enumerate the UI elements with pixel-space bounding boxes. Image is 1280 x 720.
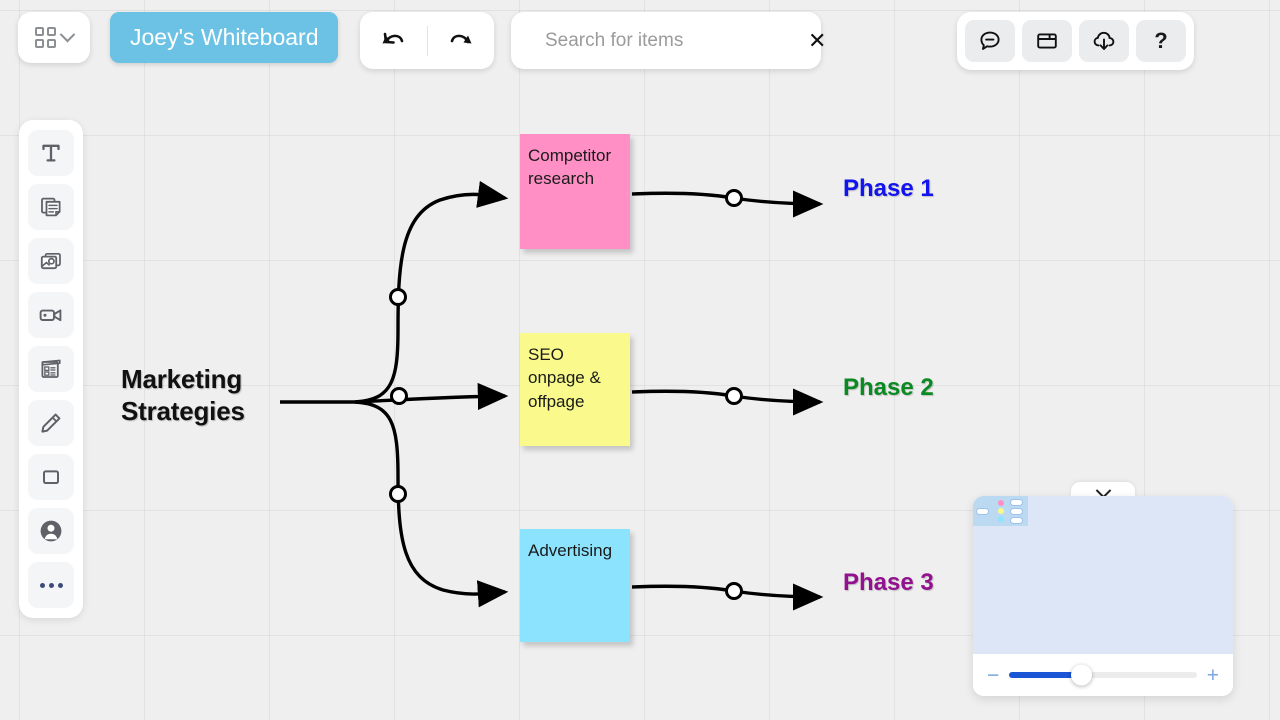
sidebar-item-user-tool[interactable] [28, 508, 74, 554]
minimap-item-sticky-yellow [998, 508, 1004, 514]
minimap-item-root [976, 508, 989, 515]
label-phase-2[interactable]: Phase 2 [843, 374, 934, 401]
sidebar-item-sticky-note-tool[interactable] [28, 184, 74, 230]
sidebar-item-shape-tool[interactable] [28, 454, 74, 500]
minimap-zoom-controls: − + [973, 654, 1233, 696]
history-toolbar [360, 12, 494, 69]
undo-arrow-icon [382, 32, 404, 44]
connector-root-to-advertising [354, 400, 509, 608]
comment-button[interactable] [965, 20, 1015, 62]
connector-handle-phase1 [725, 189, 743, 207]
sidebar-item-video-tool[interactable] [28, 292, 74, 338]
node-marketing-strategies[interactable]: Marketing Strategies [121, 364, 245, 426]
minimap-panel: − + [973, 496, 1233, 696]
connector-root-to-seo [354, 382, 509, 411]
redo-arrow-icon [450, 34, 472, 43]
connector-handle-advertising [389, 485, 407, 503]
minimap-item-phase-2 [1010, 508, 1023, 515]
cloud-download-icon [1093, 31, 1114, 50]
board-title-text: Joey's Whiteboard [130, 24, 319, 50]
sticky-note-competitor-research[interactable]: Competitor research [520, 134, 630, 249]
zoom-out-button[interactable]: − [987, 663, 1000, 687]
board-title-button[interactable]: Joey's Whiteboard [110, 12, 339, 63]
minimap-item-phase-3 [1010, 517, 1023, 524]
pencil-icon [41, 413, 61, 433]
help-button[interactable]: ? [1136, 20, 1186, 62]
sticky-note-advertising[interactable]: Advertising [520, 529, 630, 642]
sticky-notes-icon [41, 197, 61, 217]
minimap-item-phase-1 [1010, 499, 1023, 506]
connector-handle-phase3 [725, 582, 743, 600]
sticky-note-text: Competitor research [528, 146, 612, 189]
grid-menu-icon [35, 27, 56, 48]
sidebar-item-text-tool[interactable] [28, 130, 74, 176]
zoom-in-button[interactable]: + [1206, 663, 1219, 687]
sidebar-item-pen-tool[interactable] [28, 400, 74, 446]
more-dots-icon [39, 582, 63, 588]
minimap-item-sticky-cyan [998, 516, 1004, 522]
connector-handle-competitor [389, 288, 407, 306]
label-phase-1[interactable]: Phase 1 [843, 175, 934, 202]
redo-button[interactable] [428, 12, 495, 69]
template-board-icon [41, 359, 61, 378]
image-icon [40, 252, 61, 270]
cloud-download-button[interactable] [1079, 20, 1129, 62]
connector-handle-phase2 [725, 387, 743, 405]
connector-handle-seo [390, 387, 408, 405]
zoom-slider-fill [1009, 672, 1081, 678]
undo-button[interactable] [360, 12, 427, 69]
zoom-slider-track[interactable] [1009, 664, 1197, 686]
comment-icon [980, 31, 1000, 50]
toolbar-divider [426, 25, 428, 56]
search-clear-button[interactable]: ✕ [808, 27, 827, 53]
chevron-down-icon [59, 26, 76, 43]
minimap-item-sticky-pink [998, 500, 1004, 506]
zoom-slider-thumb[interactable] [1070, 664, 1092, 686]
connector-root-to-competitor [354, 180, 509, 404]
sidebar-item-more-tool[interactable] [28, 562, 74, 608]
text-icon [42, 144, 60, 162]
sticky-note-text: SEO onpage & offpage [528, 345, 601, 411]
minimap-viewport[interactable] [973, 496, 1233, 654]
sticky-note-seo[interactable]: SEO onpage & offpage [520, 333, 630, 446]
tool-sidebar [19, 120, 83, 618]
help-question-mark-icon: ? [1154, 28, 1168, 53]
user-avatar-icon [40, 520, 62, 542]
label-phase-3[interactable]: Phase 3 [843, 569, 934, 596]
main-menu-button[interactable] [18, 12, 90, 63]
search-input[interactable] [543, 28, 792, 53]
top-right-toolbar: ? [957, 12, 1194, 70]
minimap-content-region [973, 496, 1028, 526]
frame-icon [1037, 33, 1057, 49]
search-bar[interactable]: ✕ [511, 12, 826, 69]
sticky-note-text: Advertising [528, 541, 613, 560]
sidebar-item-template-tool[interactable] [28, 346, 74, 392]
sidebar-item-image-tool[interactable] [28, 238, 74, 284]
video-camera-icon [39, 309, 62, 322]
square-shape-icon [43, 470, 59, 485]
frame-button[interactable] [1022, 20, 1072, 62]
